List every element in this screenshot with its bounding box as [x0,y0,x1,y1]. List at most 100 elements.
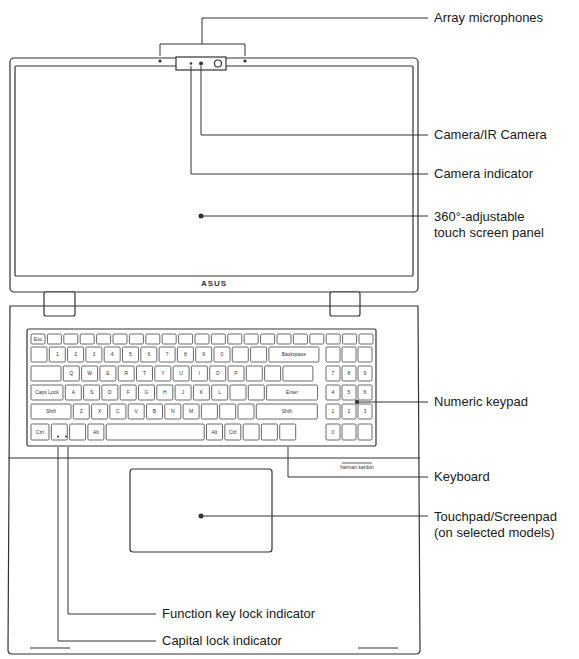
keycap [214,347,230,362]
screen-panel [15,66,413,276]
keycap [293,334,307,344]
leader-line [201,216,428,217]
keycap [283,366,313,381]
callout-label: Numeric keypad [434,394,528,410]
keycap [225,424,241,440]
keycap [193,385,209,400]
keycap [51,424,67,440]
callout-label: Touchpad/Screenpad (on selected models) [434,509,574,541]
key-legend: H [157,385,173,400]
key-legend: R [118,366,134,381]
keycap [102,385,118,400]
keycap [128,404,144,419]
keycap [326,404,340,419]
keycap [137,366,153,381]
keycap [118,366,134,381]
key-legend: 3 [358,404,372,419]
touchpad-outline [130,469,272,552]
keycap [343,334,357,344]
keycap [261,334,275,344]
key-legend: S [84,385,100,400]
callout-label: Keyboard [434,469,490,485]
keycap [162,334,176,344]
keycap [31,334,45,344]
callout-label: Camera/IR Camera [434,127,547,143]
keycap [47,334,61,344]
keycap [342,366,356,381]
keycap [120,385,136,400]
keycap [326,334,340,344]
logo-text: ASUS [201,280,227,288]
keycap [358,366,372,381]
hinge [330,292,360,316]
foot [30,647,70,648]
keycap [212,385,228,400]
keycap [31,424,49,440]
keycap [326,347,340,362]
keycap [63,366,79,381]
indicator-led [57,436,59,438]
leader-line [288,447,428,477]
key-legend: 4 [326,385,340,400]
leader-line [58,447,156,641]
keycap [31,385,63,400]
keycap [267,385,318,400]
key-legend: 7 [326,366,340,381]
key-legend: L [212,385,228,400]
keycap [342,347,356,362]
key-legend: 9 [358,366,372,381]
key-legend: A [65,385,81,400]
indicator-led [65,436,67,438]
key-legend: V [128,404,144,419]
callout-label: Array microphones [434,10,543,26]
keycap [277,334,291,344]
keycap [195,334,209,344]
keycap [97,334,111,344]
key-legend: J [175,385,191,400]
keycap [358,385,372,400]
key-legend: Z [73,404,89,419]
key-legend: 2 [342,404,356,419]
keycap [173,366,189,381]
keycap [104,347,120,362]
keycap [358,347,372,362]
keycap [179,334,193,344]
key-legend: Enter [267,385,318,400]
key-legend: D [102,385,118,400]
keycap [31,347,47,362]
keycap [92,404,108,419]
key-legend: 3 [86,347,102,362]
keycap [100,366,116,381]
leader-bracket [160,44,245,56]
hinge [44,292,75,316]
key-legend: X [92,404,108,419]
keycap [165,404,181,419]
callout-label: Camera indicator [434,166,533,182]
key-legend: 0 [326,424,340,440]
keycap [342,404,356,419]
keycap [265,366,281,381]
keyboard-frame [27,329,376,446]
keycap [220,404,236,419]
key-legend: Shift [31,404,71,419]
keycap [31,404,71,419]
keycap [191,366,207,381]
keycap [157,385,173,400]
key-legend: 0 [214,347,230,362]
keycap [251,347,267,362]
key-legend: K [193,385,209,400]
lid-outline [10,58,418,292]
key-legend: F [120,385,136,400]
key-legend: 8 [177,347,193,362]
keycap [80,334,94,344]
key-legend: Esc [31,334,45,344]
keycap [129,334,143,344]
keycap [269,347,319,362]
keycap [49,347,65,362]
keycap [280,424,296,440]
keycap [147,404,163,419]
keycap [73,404,89,419]
keycap [175,385,191,400]
keycap [155,366,171,381]
